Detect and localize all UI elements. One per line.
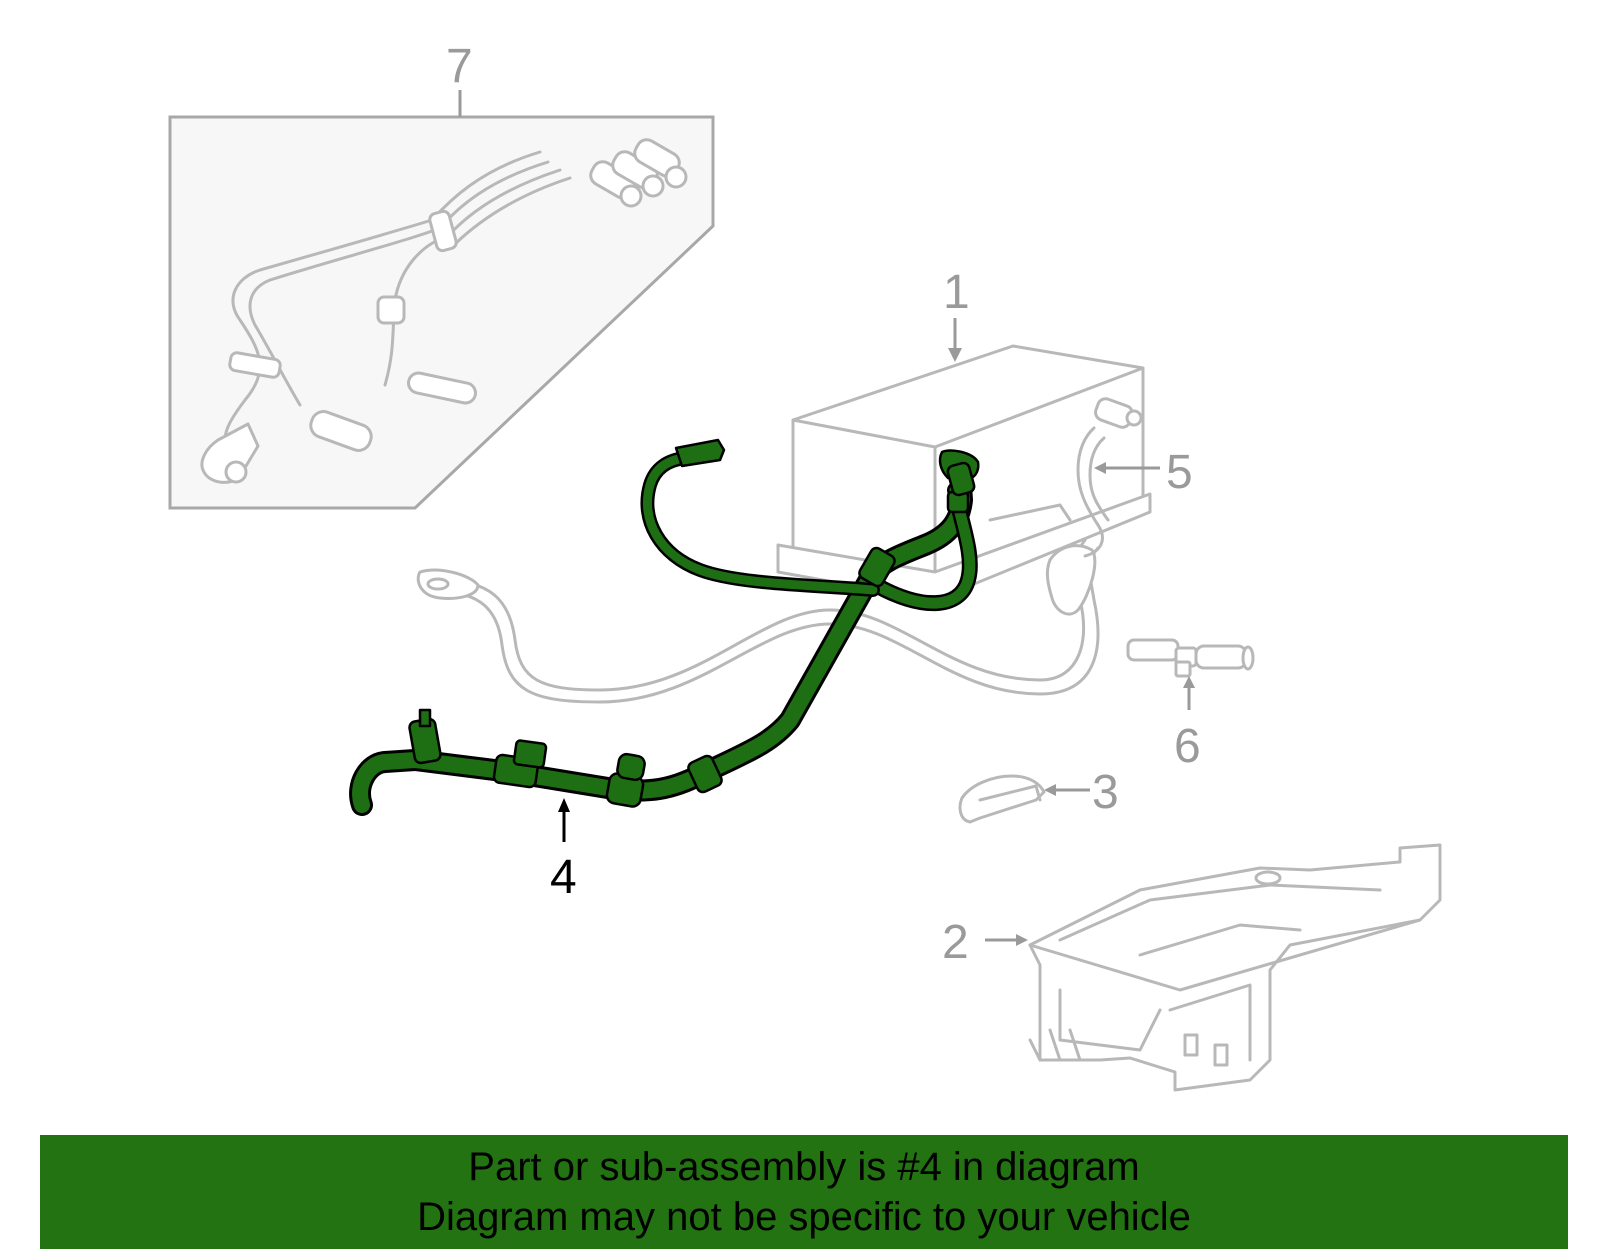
positive-cable-part-5 <box>1076 426 1110 558</box>
pad-part-3 <box>958 774 1046 824</box>
sensor-part-6 <box>1126 638 1255 678</box>
footer-line-1: Part or sub-assembly is #4 in diagram <box>468 1145 1140 1189</box>
callout-4: 4 <box>550 851 577 904</box>
callout-2: 2 <box>942 916 969 969</box>
callout-7: 7 <box>446 40 473 93</box>
callout-5: 5 <box>1166 446 1193 499</box>
callout-1: 1 <box>943 266 970 319</box>
callout-6: 6 <box>1174 720 1201 773</box>
battery-tray-part-2 <box>1028 843 1442 1092</box>
battery-cable-part-4 <box>349 438 980 816</box>
spark-plug-wires-part-7 <box>200 138 688 484</box>
footer-banner: Part or sub-assembly is #4 in diagram Di… <box>40 1135 1568 1249</box>
ghost-cable <box>416 538 1100 704</box>
inset-panel-part-7 <box>168 90 715 510</box>
footer-line-2: Diagram may not be specific to your vehi… <box>417 1195 1191 1239</box>
callout-3: 3 <box>1092 766 1119 819</box>
